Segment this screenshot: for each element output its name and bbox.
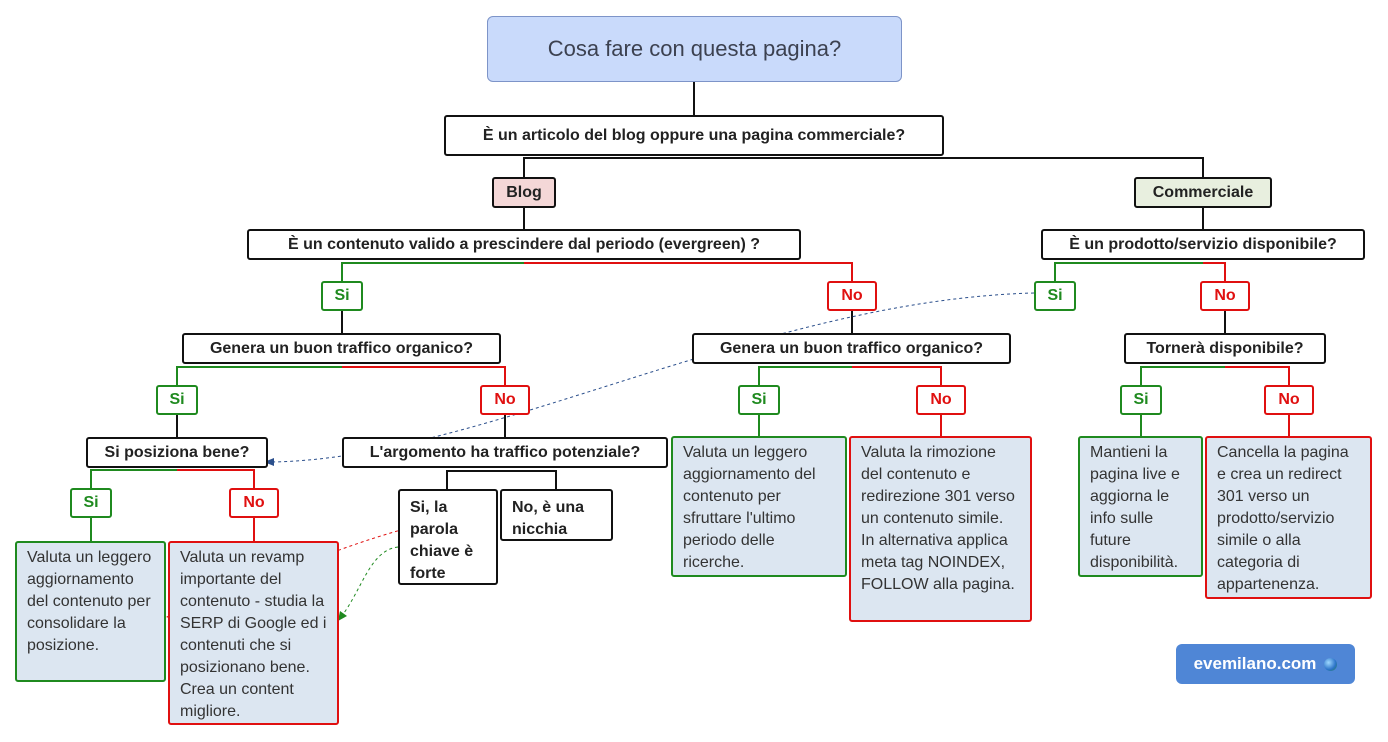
potential-question: L'argomento ha traffico potenziale? [342, 437, 668, 468]
result-major-revamp: Valuta un revamp importante del contenut… [168, 541, 339, 725]
traffic-question-not-evergreen: Genera un buon traffico organico? [692, 333, 1011, 364]
back-no-label: No [1264, 385, 1314, 415]
result-light-update-consolidate: Valuta un leggero aggiornamento del cont… [15, 541, 166, 682]
watermark-text: evemilano.com [1193, 654, 1317, 673]
traffic2-no-label: No [916, 385, 966, 415]
evergreen-question: È un contenuto valido a prescindere dal … [247, 229, 801, 260]
availability-yes-label: Si [1034, 281, 1076, 311]
result-light-update-seasonal: Valuta un leggero aggiornamento del cont… [671, 436, 847, 577]
traffic-no-label: No [480, 385, 530, 415]
availability-question: È un prodotto/servizio disponibile? [1041, 229, 1365, 260]
evergreen-no-label: No [827, 281, 877, 311]
result-keep-live: Mantieni la pagina live e aggiorna le in… [1078, 436, 1203, 577]
potential-yes-box: Si, la parola chiave è forte [398, 489, 498, 585]
result-delete-redirect: Cancella la pagina e crea un redirect 30… [1205, 436, 1372, 599]
root-question: È un articolo del blog oppure una pagina… [444, 115, 944, 156]
back-yes-label: Si [1120, 385, 1162, 415]
result-remove-redirect: Valuta la rimozione del contenuto e redi… [849, 436, 1032, 622]
globe-icon [1324, 657, 1338, 671]
potential-no-box: No, è una nicchia [500, 489, 613, 541]
ranks-yes-label: Si [70, 488, 112, 518]
traffic2-yes-label: Si [738, 385, 780, 415]
availability-no-label: No [1200, 281, 1250, 311]
ranks-no-label: No [229, 488, 279, 518]
evergreen-yes-label: Si [321, 281, 363, 311]
watermark-badge: evemilano.com [1176, 644, 1355, 684]
ranks-question: Si posiziona bene? [86, 437, 268, 468]
branch-blog: Blog [492, 177, 556, 208]
diagram-title: Cosa fare con questa pagina? [487, 16, 902, 82]
traffic-yes-label: Si [156, 385, 198, 415]
traffic-question-evergreen: Genera un buon traffico organico? [182, 333, 501, 364]
back-available-question: Tornerà disponibile? [1124, 333, 1326, 364]
branch-commercial: Commerciale [1134, 177, 1272, 208]
